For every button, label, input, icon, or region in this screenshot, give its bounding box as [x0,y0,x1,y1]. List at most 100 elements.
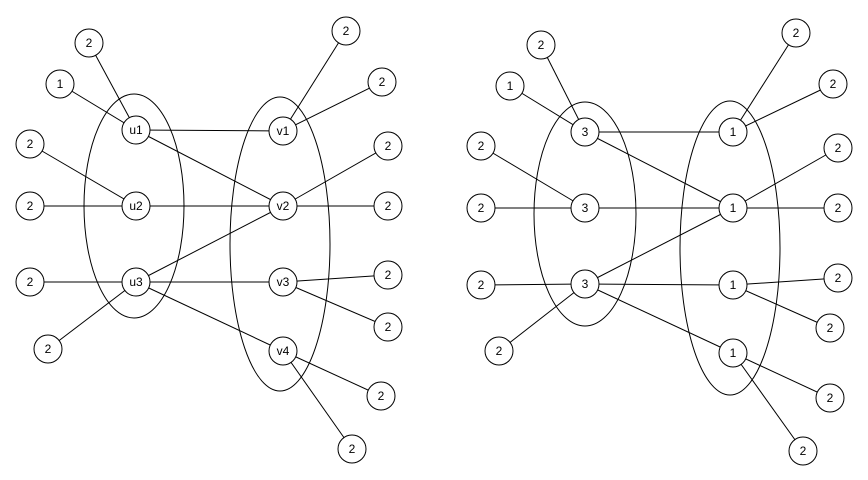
node-right-b5: 2 [823,263,853,293]
edge-left-u3-v2 [135,205,284,283]
node-circle [466,131,496,161]
node-circle [570,193,600,223]
node-circle [781,18,811,48]
node-label: 1 [730,278,737,292]
partition-ellipse-right-v [679,100,781,396]
node-circle [718,117,748,147]
edge-left-v3-b5 [282,274,389,283]
node-left-u2: u2 [121,191,151,221]
node-label: 1 [730,201,737,215]
node-circle [366,381,396,411]
edge-left-u1-v1 [135,129,284,132]
node-circle [570,269,600,299]
edge-left-v3-b6 [282,281,389,328]
node-right-b2: 2 [818,69,848,99]
node-label: 2 [496,344,503,358]
node-circle [823,133,853,163]
node-left-b3: 2 [373,131,403,161]
edge-right-v4-b7 [732,352,831,399]
node-right-v4: 1 [718,338,748,368]
node-label: 2 [86,36,93,50]
edge-left-a3-u2 [29,143,137,207]
node-right-b8: 2 [788,436,818,466]
node-label: 2 [27,275,34,289]
node-circle [373,312,403,342]
edge-right-u3-v2 [584,207,734,285]
node-label: 2 [793,26,800,40]
node-left-a3: 2 [15,129,45,159]
node-circle [373,191,403,221]
edge-left-a6-u3 [47,281,137,350]
edge-left-v4-b8 [282,350,353,450]
node-right-b7: 2 [815,383,845,413]
node-right-a2: 1 [495,71,525,101]
node-left-a2: 1 [45,69,75,99]
node-left-v4: v4 [268,336,298,366]
node-label: 2 [379,75,386,89]
partition-ellipse-left-v [229,96,331,392]
node-circle [718,338,748,368]
node-circle [367,67,397,97]
node-label: 2 [27,199,34,213]
node-label: 3 [582,125,589,139]
node-circle [815,313,845,343]
node-right-b1: 2 [781,18,811,48]
edge-right-a6-u3 [498,283,586,352]
groups-layer [83,93,781,396]
node-circle [331,16,361,46]
edge-left-v1-b1 [282,30,347,132]
node-label: 2 [800,444,807,458]
edge-left-v2-b3 [282,145,389,207]
node-label: 2 [827,391,834,405]
node-circle [33,334,63,364]
node-label: 2 [827,321,834,335]
edge-left-a2-u1 [59,83,137,131]
node-label: 2 [478,139,485,153]
node-left-b8: 2 [337,434,367,464]
node-circle [268,267,298,297]
node-circle [823,263,853,293]
node-label: 2 [835,141,842,155]
node-label: 2 [27,137,34,151]
node-right-a4: 2 [466,193,496,223]
node-left-a5: 2 [15,267,45,297]
node-left-v2: v2 [268,191,298,221]
node-circle [121,191,151,221]
nodes-layer: u1u2u3v1v2v3v421222222222222333111121222… [15,16,853,466]
edge-right-v1-b2 [732,83,834,133]
edge-right-u3-v3 [584,283,734,286]
node-circle [495,71,525,101]
node-label: v1 [277,124,290,138]
edge-left-v4-b7 [282,350,382,397]
node-right-v3: 1 [718,270,748,300]
node-left-b5: 2 [373,260,403,290]
node-left-b4: 2 [373,191,403,221]
node-right-v2: 1 [718,193,748,223]
node-label: 2 [385,268,392,282]
node-circle [815,383,845,413]
node-left-v1: v1 [268,116,298,146]
edge-left-a1-u1 [88,42,137,131]
node-circle [373,131,403,161]
edge-right-u1-v2 [584,131,734,209]
node-circle [466,193,496,223]
node-right-a6: 2 [484,336,514,366]
node-circle [74,28,104,58]
node-label: 3 [582,201,589,215]
node-label: 2 [378,389,385,403]
node-circle [15,129,45,159]
node-right-a5: 2 [466,270,496,300]
edges-layer [29,30,839,452]
node-circle [268,336,298,366]
node-label: 2 [343,24,350,38]
node-label: v3 [277,275,290,289]
edge-right-v4-b8 [732,352,804,452]
node-circle [121,115,151,145]
node-right-a1: 2 [526,30,556,60]
node-right-u2: 3 [570,193,600,223]
node-circle [788,436,818,466]
node-right-a3: 2 [466,131,496,161]
node-circle [15,267,45,297]
node-left-b1: 2 [331,16,361,46]
edge-right-a5-u3 [480,283,586,286]
